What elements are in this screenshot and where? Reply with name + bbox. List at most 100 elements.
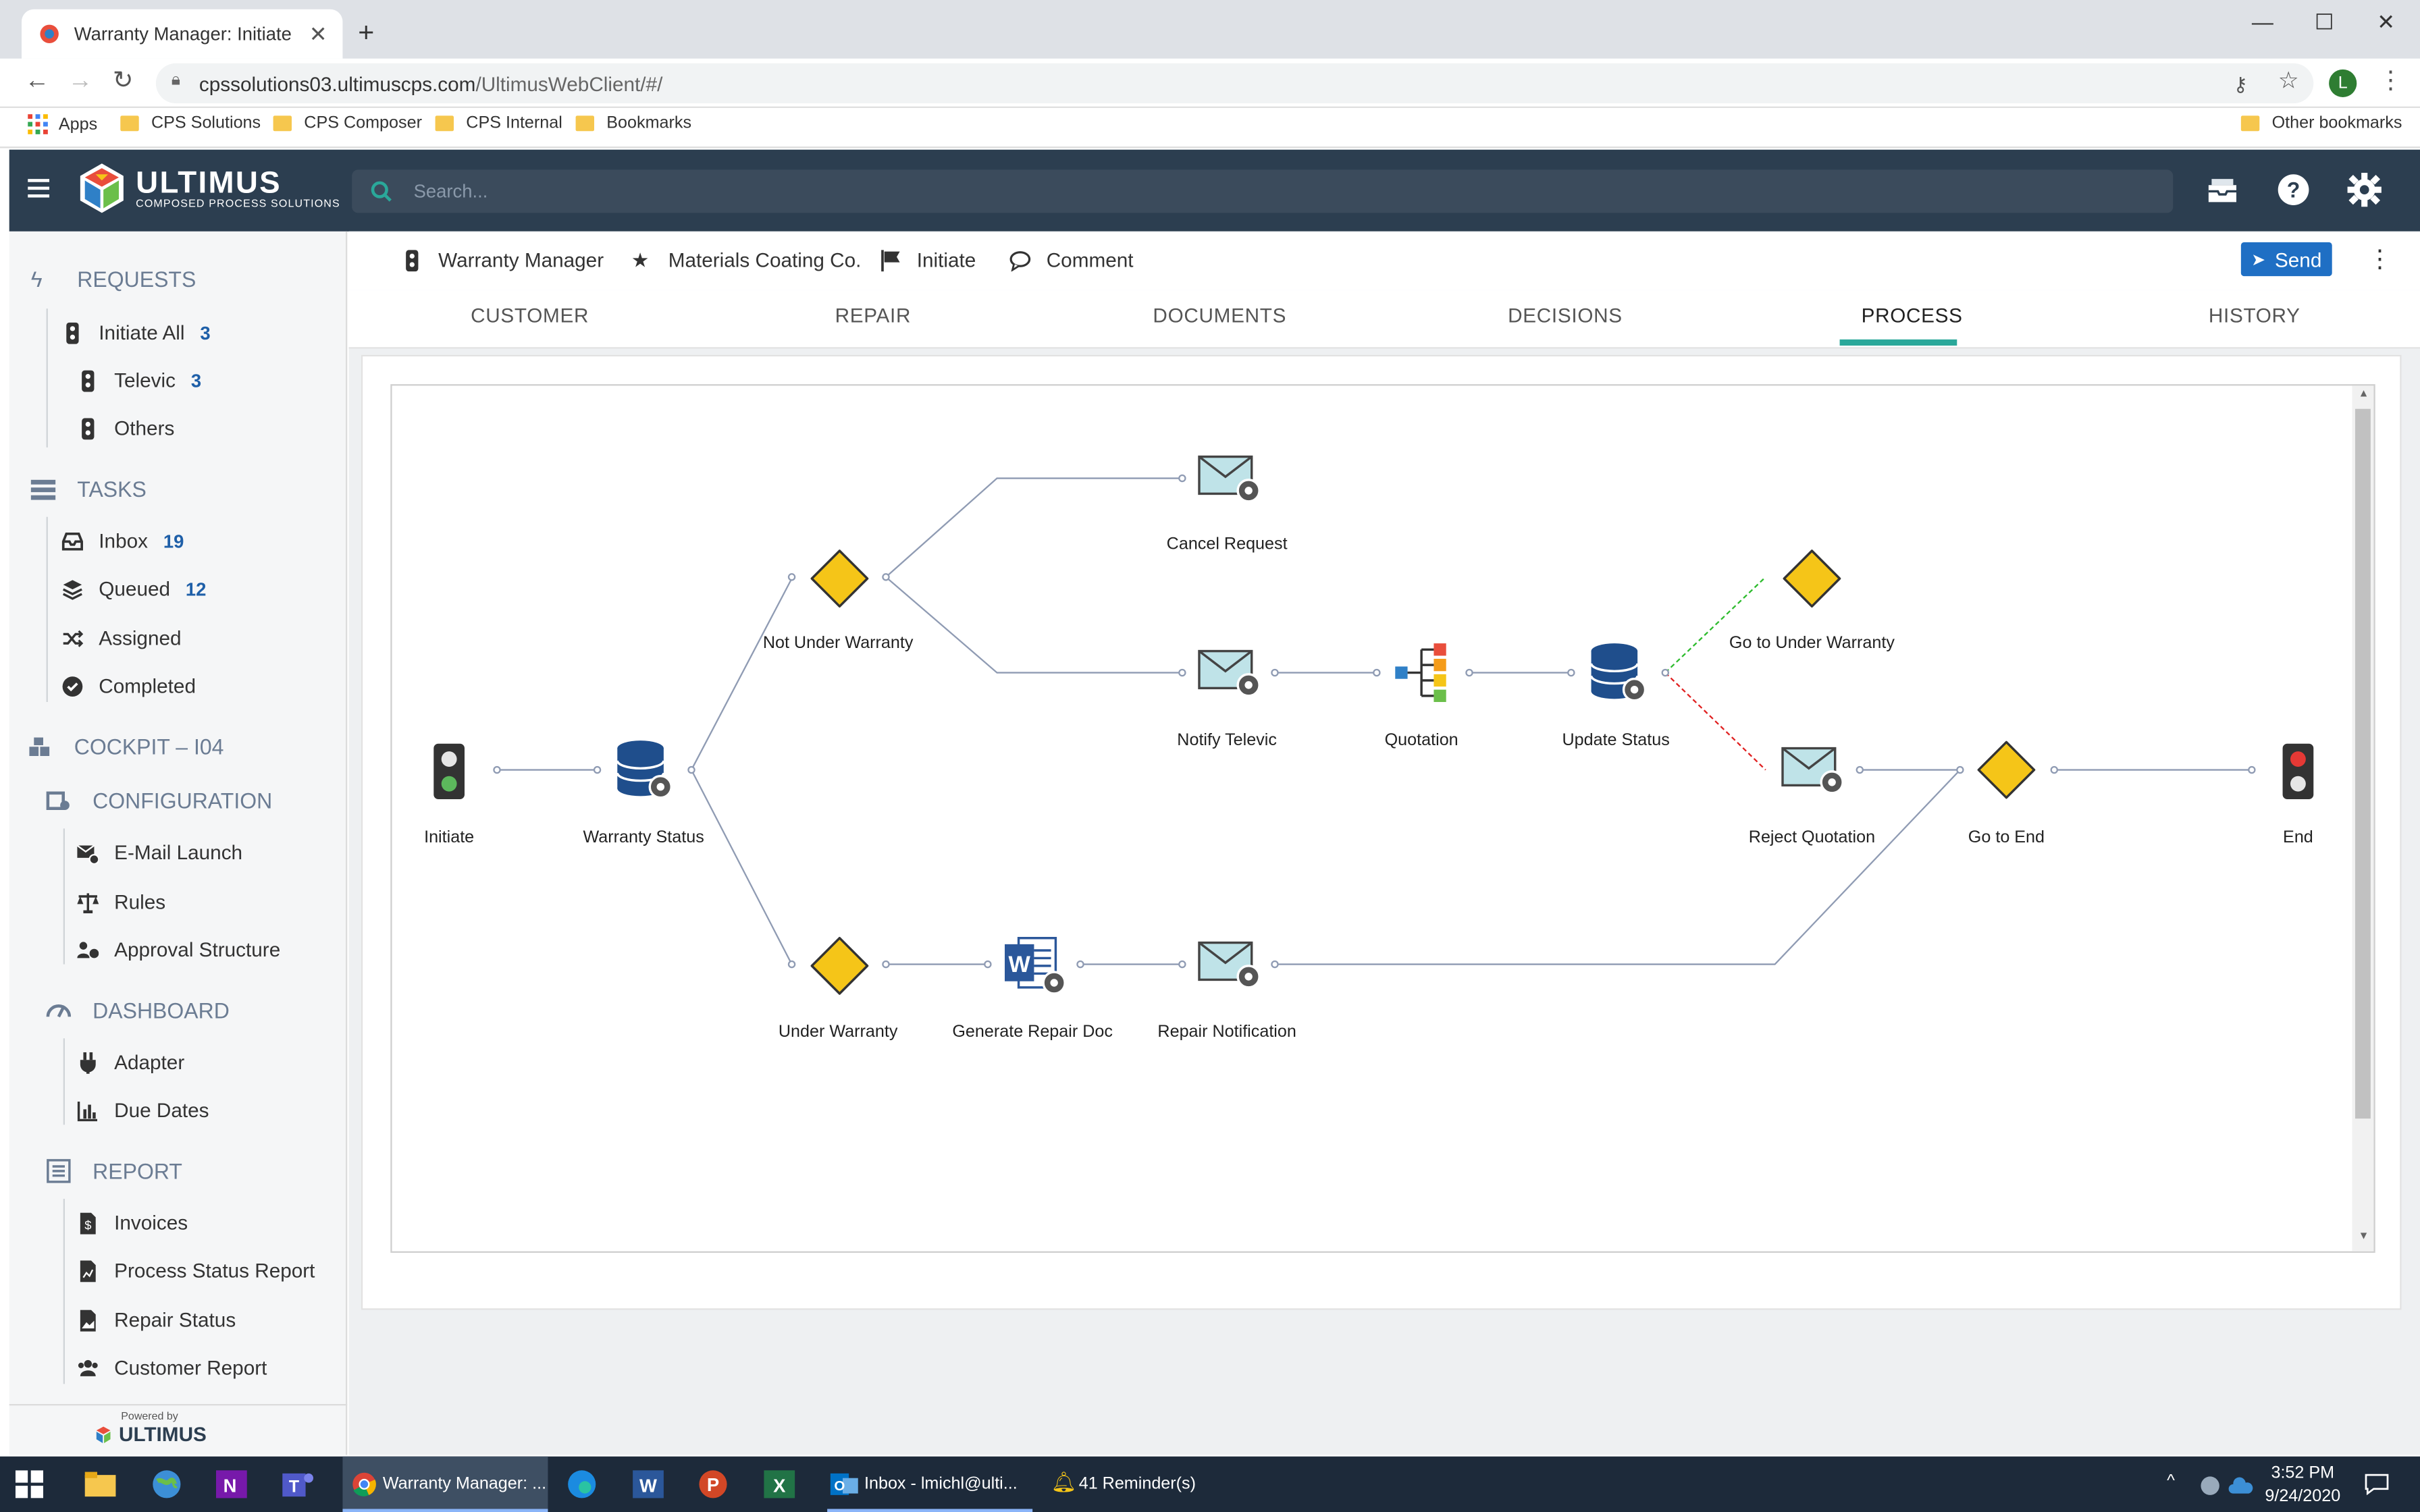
settings-gear-icon[interactable] — [2346, 171, 2383, 209]
sidebar-item-others[interactable]: Others — [77, 416, 174, 439]
comment-button[interactable]: Comment — [1009, 248, 1134, 271]
search-input[interactable]: Search... — [413, 180, 488, 202]
reload-icon[interactable]: ↻ — [112, 68, 134, 94]
minimize-icon[interactable]: — — [2251, 9, 2273, 34]
tray-date[interactable]: 9/24/2020 — [2265, 1487, 2341, 1506]
bookmark-cps-solutions[interactable]: CPS Solutions — [120, 114, 261, 133]
diagram-scrollbar[interactable]: ▲ ▼ — [2352, 385, 2374, 1251]
word-icon[interactable]: W — [631, 1467, 665, 1501]
tab-customer[interactable]: CUSTOMER — [471, 304, 589, 327]
bookmark-other[interactable]: Other bookmarks — [2240, 114, 2402, 133]
sidebar-section-tasks[interactable]: TASKS — [30, 477, 147, 502]
send-icon: ➤ — [2251, 250, 2266, 269]
taskbar-outlook-window[interactable]: O Inbox - lmichl@ulti... — [827, 1457, 1033, 1512]
sidebar-section-dashboard[interactable]: DASHBOARD — [46, 998, 230, 1023]
email-gear-icon[interactable] — [1198, 941, 1263, 990]
app-search[interactable]: Search... — [352, 169, 2174, 213]
word-document-gear-icon[interactable]: W — [1003, 935, 1068, 996]
close-tab-icon[interactable]: ✕ — [309, 20, 327, 46]
database-gear-icon[interactable] — [616, 739, 675, 801]
windows-start-icon[interactable] — [15, 1470, 43, 1498]
sidebar-item-approval-structure[interactable]: Approval Structure — [77, 938, 280, 961]
onenote-icon[interactable]: N — [215, 1467, 248, 1501]
email-gear-icon[interactable] — [1198, 649, 1263, 699]
sidebar-item-adapter[interactable]: Adapter — [77, 1051, 184, 1074]
sidebar-item-invoices[interactable]: $ Invoices — [77, 1211, 188, 1235]
sidebar-item-due-dates[interactable]: Due Dates — [77, 1098, 209, 1122]
sidebar-item-customer-report[interactable]: Customer Report — [77, 1356, 267, 1379]
file-explorer-icon[interactable] — [83, 1467, 117, 1501]
decision-diamond-icon[interactable] — [1976, 739, 2037, 801]
help-icon[interactable]: ? — [2275, 171, 2312, 209]
excel-icon[interactable]: X — [762, 1467, 796, 1501]
bookmark-apps[interactable]: Apps — [28, 114, 97, 136]
close-window-icon[interactable]: ✕ — [2377, 9, 2396, 34]
browser-menu-icon[interactable]: ⋮ — [2378, 68, 2403, 94]
send-button[interactable]: ➤ Send — [2240, 242, 2332, 277]
sidebar-item-completed[interactable]: Completed — [61, 674, 196, 697]
scrollbar-thumb[interactable] — [2355, 408, 2371, 1119]
sidebar-section-cockpit[interactable]: COCKPIT – I04 — [28, 734, 223, 759]
address-bar[interactable]: 🔒︎ cpssolutions03.ultimuscps.com/Ultimus… — [155, 63, 2314, 104]
breadcrumb-step[interactable]: Initiate — [880, 248, 976, 271]
tray-time[interactable]: 3:52 PM — [2271, 1464, 2335, 1483]
back-icon[interactable]: ← — [24, 68, 50, 94]
bookmark-star-icon[interactable]: ☆ — [2278, 68, 2299, 94]
sidebar-item-rules[interactable]: Rules — [77, 890, 165, 913]
tab-process[interactable]: PROCESS — [1861, 304, 1963, 327]
app-logo[interactable]: ULTIMUS COMPOSED PROCESS SOLUTIONS — [77, 162, 340, 215]
tab-documents[interactable]: DOCUMENTS — [1153, 304, 1287, 327]
start-traffic-light-icon[interactable] — [432, 742, 466, 801]
breadcrumb-customer[interactable]: ★ Materials Coating Co. — [631, 248, 862, 271]
database-gear-icon[interactable] — [1589, 642, 1648, 703]
sidebar-item-email-launch[interactable]: E-Mail Launch — [77, 841, 242, 864]
sidebar-section-report[interactable]: REPORT — [47, 1159, 182, 1183]
bookmark-cps-composer[interactable]: CPS Composer — [273, 114, 422, 133]
end-traffic-light-icon[interactable] — [2281, 742, 2315, 801]
step-label-end: End — [2283, 828, 2313, 847]
teams-icon[interactable]: T — [281, 1467, 315, 1501]
email-gear-icon[interactable] — [1781, 747, 1846, 796]
breadcrumb-process[interactable]: Warranty Manager — [401, 248, 604, 271]
bookmark-bookmarks[interactable]: Bookmarks — [575, 114, 691, 133]
scroll-down-icon[interactable]: ▼ — [2358, 1231, 2369, 1243]
org-chart-icon[interactable] — [1394, 642, 1452, 703]
decision-diamond-icon[interactable] — [1781, 547, 1843, 609]
onedrive-cloud-icon[interactable] — [2228, 1476, 2254, 1494]
more-options-icon[interactable]: ⋮ — [2367, 246, 2392, 273]
profile-avatar[interactable]: L — [2329, 69, 2357, 97]
globe-icon[interactable] — [150, 1467, 184, 1501]
tray-chevron-icon[interactable]: ^ — [2167, 1472, 2175, 1490]
email-gear-icon[interactable] — [1198, 455, 1263, 504]
sidebar-section-configuration[interactable]: CONFIGURATION — [46, 788, 273, 813]
powerpoint-icon[interactable]: P — [696, 1467, 730, 1501]
bookmark-cps-internal[interactable]: CPS Internal — [435, 114, 562, 133]
notifications-icon[interactable] — [2204, 171, 2241, 209]
forward-icon[interactable]: → — [68, 68, 93, 94]
browser-tab[interactable]: Warranty Manager: Initiate ✕ — [22, 9, 343, 59]
sidebar-item-assigned[interactable]: Assigned — [61, 626, 182, 649]
decision-diamond-icon[interactable] — [809, 547, 870, 609]
taskbar-chrome-window[interactable]: Warranty Manager: ... — [342, 1456, 548, 1512]
taskbar-reminders-window[interactable]: 🔔︎ 41 Reminder(s) — [1045, 1457, 1250, 1512]
hamburger-menu-icon[interactable] — [28, 178, 50, 199]
tab-repair[interactable]: REPAIR — [835, 304, 912, 327]
maximize-icon[interactable]: ☐ — [2314, 9, 2334, 34]
new-tab-icon[interactable]: + — [358, 17, 375, 48]
tray-network-icon[interactable] — [2199, 1475, 2221, 1496]
shuffle-icon — [63, 629, 84, 647]
tab-history[interactable]: HISTORY — [2208, 304, 2300, 327]
sidebar-section-requests[interactable]: ϟ REQUESTS — [31, 267, 196, 292]
sidebar-item-process-status-report[interactable]: Process Status Report — [77, 1259, 315, 1282]
decision-diamond-icon[interactable] — [809, 935, 870, 996]
tab-decisions[interactable]: DECISIONS — [1508, 304, 1623, 327]
key-icon[interactable]: ⚷ — [2233, 72, 2248, 96]
edge-icon[interactable] — [565, 1467, 599, 1501]
action-center-icon[interactable] — [2365, 1474, 2390, 1495]
sidebar-item-repair-status[interactable]: Repair Status — [77, 1308, 236, 1332]
scroll-up-icon[interactable]: ▲ — [2358, 389, 2369, 400]
